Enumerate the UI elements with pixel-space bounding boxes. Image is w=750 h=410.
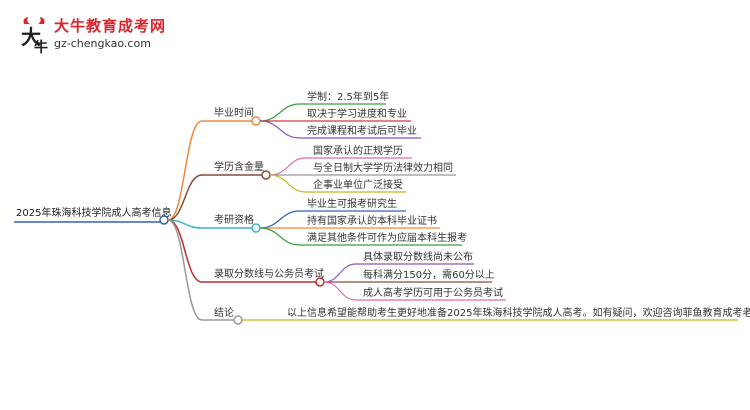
branch-3-leaf-2: 成人高考学历可用于公务员考试 <box>363 286 503 299</box>
branch-1-leaf-1: 与全日制大学学历法律效力相同 <box>313 161 453 174</box>
branch-1-node[interactable] <box>261 170 271 180</box>
branch-4-connector <box>167 219 203 321</box>
branch-3-leaf-0: 具体录取分数线尚未公布 <box>363 250 473 263</box>
root-node[interactable] <box>159 215 169 225</box>
branch-1-leaf-2-connector <box>269 174 307 193</box>
branch-2-label: 考研资格 <box>214 213 254 226</box>
branch-2-node[interactable] <box>251 223 261 233</box>
branch-0-leaf-1: 取决于学习进度和专业 <box>307 107 407 120</box>
branch-0-leaf-2: 完成课程和考试后可毕业 <box>307 124 417 137</box>
branch-3-leaf-0-connector <box>323 263 357 283</box>
site-url: gz-chengkao.com <box>54 37 151 50</box>
branch-2-leaf-0-connector <box>259 210 301 229</box>
branch-1-leaf-0: 国家承认的正规学历 <box>313 144 403 157</box>
branch-4-leaf-0: 以上信息希望能帮助考生更好地准备2025年珠海科技学院成人高考。如有疑问，欢迎咨… <box>287 306 750 319</box>
branch-1-leaf-2: 企事业单位广泛接受 <box>313 178 403 191</box>
branch-0-leaf-0-connector <box>259 103 301 122</box>
branch-3-node[interactable] <box>315 277 325 287</box>
branch-2-leaf-2-connector <box>259 227 301 246</box>
bull-logo-icon: 大 牛 <box>21 17 48 54</box>
branch-3-leaf-2-connector <box>323 281 357 301</box>
svg-text:大: 大 <box>21 25 41 49</box>
branch-2-leaf-1: 持有国家承认的本科毕业证书 <box>307 214 437 227</box>
svg-text:牛: 牛 <box>34 39 48 54</box>
branch-2-leaf-0: 毕业生可报考研究生 <box>307 197 397 210</box>
branch-3-label: 录取分数线与公务员考试 <box>214 267 324 280</box>
branch-0-node[interactable] <box>251 116 261 126</box>
branch-0-leaf-2-connector <box>259 120 301 139</box>
branch-2-leaf-2: 满足其他条件可作为应届本科生报考 <box>307 231 467 244</box>
branch-4-node[interactable] <box>233 315 243 325</box>
branch-1-label: 学历含金量 <box>214 160 264 173</box>
branch-4-label: 结论 <box>214 306 234 319</box>
brand-name: 大牛教育成考网 <box>54 17 167 35</box>
branch-3-leaf-1: 每科满分150分，需60分以上 <box>363 268 495 281</box>
branch-0-leaf-0: 学制：2.5年到5年 <box>307 90 389 103</box>
branch-2-connector <box>167 219 203 229</box>
site-logo[interactable]: 大 牛 大牛教育成考网 gz-chengkao.com <box>18 14 188 54</box>
branch-0-connector <box>167 120 203 221</box>
branch-1-connector <box>167 174 203 221</box>
root-label: 2025年珠海科技学院成人高考信息 <box>16 206 171 219</box>
branch-0-label: 毕业时间 <box>214 106 254 119</box>
branch-1-leaf-0-connector <box>269 157 307 176</box>
